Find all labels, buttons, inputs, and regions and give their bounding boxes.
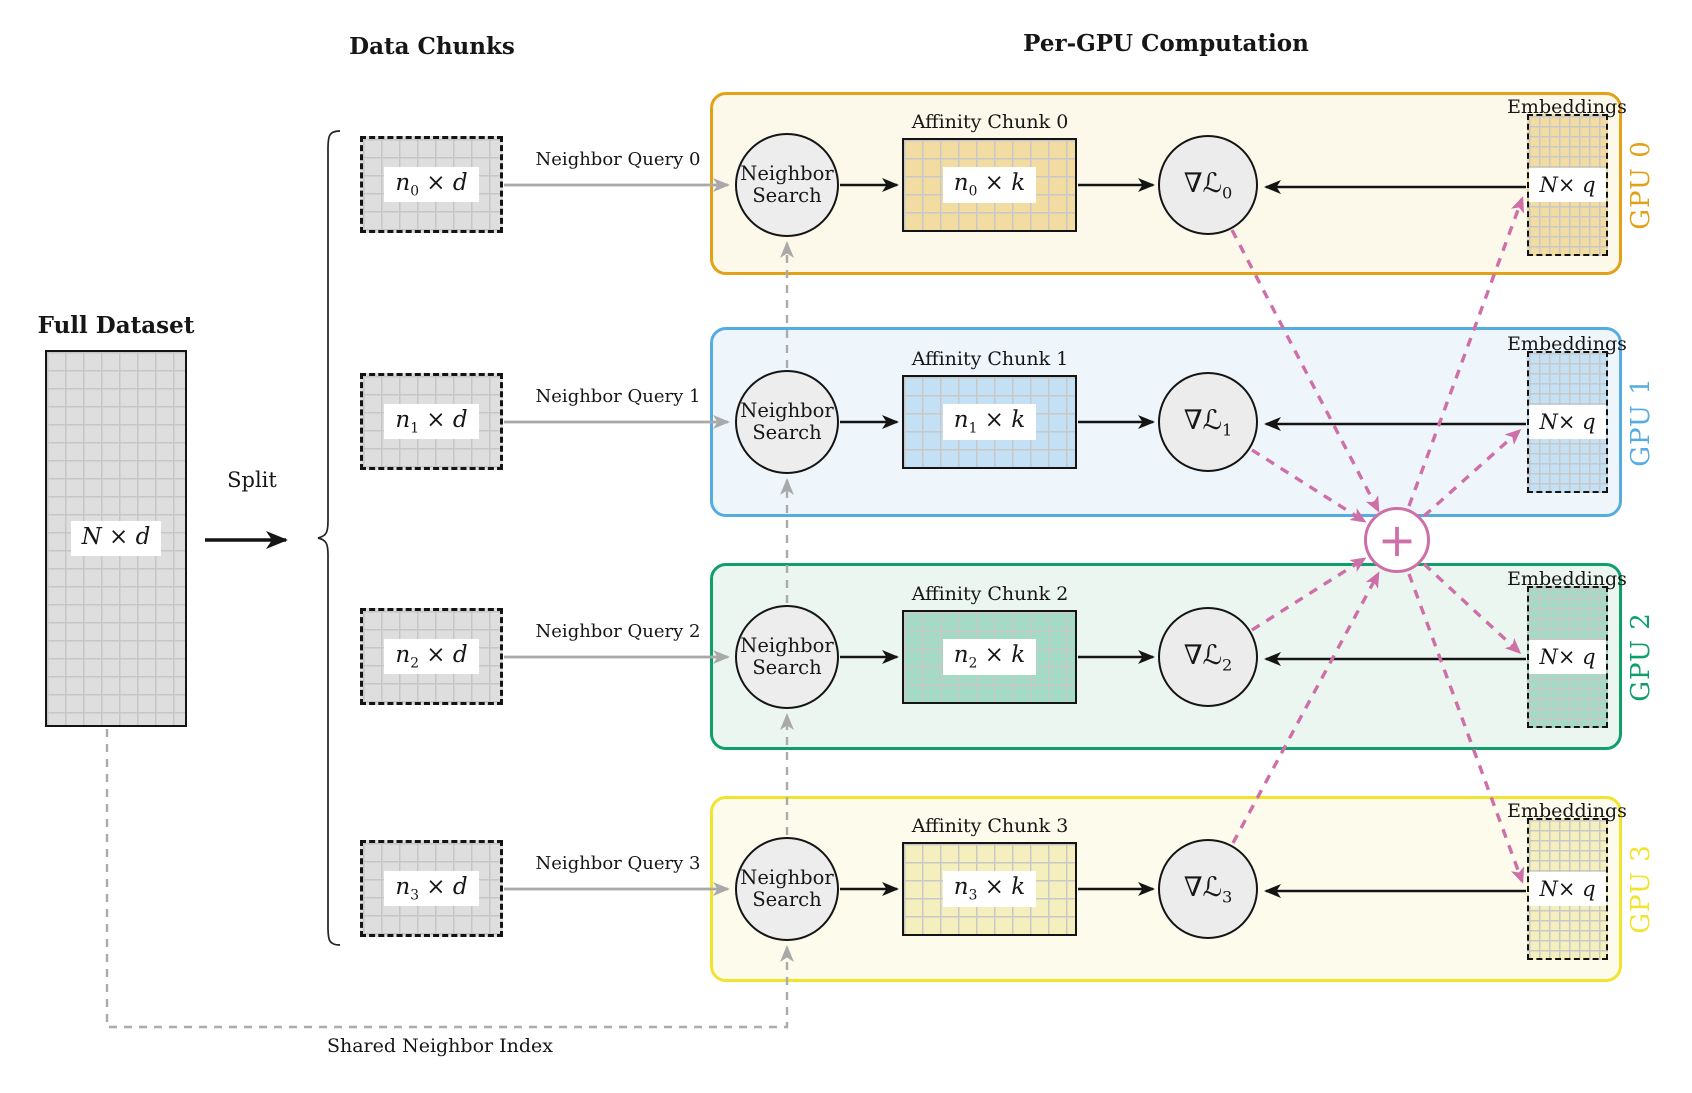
gpu3-gradient-node: ∇ℒ3 (1158, 839, 1258, 939)
gpu1-gradient-node: ∇ℒ1 (1158, 372, 1258, 472)
gpu2-affinity-matrix: n2 × k (902, 610, 1077, 704)
per-gpu-title: Per-GPU Computation (1023, 30, 1309, 57)
shared-neighbor-index-label: Shared Neighbor Index (326, 1035, 554, 1057)
gpu2-gradient-node: ∇ℒ2 (1158, 607, 1258, 707)
chunk3-dims: n3 × d (384, 870, 479, 907)
full-dataset-title: Full Dataset (37, 312, 195, 339)
neighbor-query-1-label: Neighbor Query 1 (535, 386, 701, 407)
gpu1-embeddings-title: Embeddings (1507, 333, 1627, 355)
neighbor-query-0-label: Neighbor Query 0 (535, 149, 701, 170)
gpu0-side-label: GPU 0 (1626, 140, 1656, 230)
gpu0-affinity-matrix: n0 × k (902, 138, 1077, 232)
chunk0-dims: n0 × d (384, 166, 479, 203)
chunk2-dims: n2 × d (384, 638, 479, 675)
neighbor-query-2-label: Neighbor Query 2 (535, 621, 701, 642)
full-dataset-matrix: N × d (45, 350, 187, 727)
gpu2-embeddings-dims: N × q (1529, 640, 1606, 674)
gpu1-affinity-title: Affinity Chunk 1 (911, 348, 1069, 370)
data-chunk-1: n1 × d (360, 373, 503, 470)
gpu3-affinity-dims: n3 × k (942, 871, 1037, 907)
gpu1-side-label: GPU 1 (1626, 377, 1656, 467)
gpu2-affinity-dims: n2 × k (942, 639, 1037, 675)
data-chunk-3: n3 × d (360, 840, 503, 937)
gpu3-affinity-title: Affinity Chunk 3 (911, 815, 1069, 837)
gpu1-gradient-label: ∇ℒ1 (1183, 404, 1233, 440)
data-chunk-0: n0 × d (360, 136, 503, 233)
gpu1-affinity-dims: n1 × k (942, 404, 1037, 440)
gpu2-affinity-title: Affinity Chunk 2 (911, 583, 1069, 605)
gpu0-affinity-dims: n0 × k (942, 167, 1037, 203)
gpu2-embeddings-title: Embeddings (1507, 568, 1627, 590)
gpu2-embeddings-matrix: N × q (1527, 586, 1608, 728)
gpu3-gradient-label: ∇ℒ3 (1183, 871, 1233, 907)
gradient-sum-node: + (1364, 507, 1430, 573)
gpu2-gradient-label: ∇ℒ2 (1183, 639, 1233, 675)
gpu0-embeddings-matrix: N × q (1527, 114, 1608, 256)
gpu3-side-label: GPU 3 (1626, 844, 1656, 934)
full-dataset-dims: N × d (70, 520, 162, 557)
gpu1-affinity-matrix: n1 × k (902, 375, 1077, 469)
gpu0-embeddings-title: Embeddings (1507, 96, 1627, 118)
gpu3-embeddings-matrix: N × q (1527, 818, 1608, 960)
gpu2-side-label: GPU 2 (1626, 612, 1656, 702)
gpu0-gradient-label: ∇ℒ0 (1183, 167, 1233, 203)
chunk1-dims: n1 × d (384, 403, 479, 440)
data-chunk-2: n2 × d (360, 608, 503, 705)
split-label: Split (227, 468, 277, 492)
gpu1-embeddings-dims: N × q (1529, 405, 1606, 439)
data-chunks-title: Data Chunks (349, 33, 515, 60)
gpu3-embeddings-dims: N × q (1529, 872, 1606, 906)
gpu0-embeddings-dims: N × q (1529, 168, 1606, 202)
split-brace (317, 130, 341, 946)
gpu0-gradient-node: ∇ℒ0 (1158, 135, 1258, 235)
gpu0-affinity-title: Affinity Chunk 0 (911, 111, 1069, 133)
gpu1-embeddings-matrix: N × q (1527, 351, 1608, 493)
gpu3-embeddings-title: Embeddings (1507, 800, 1627, 822)
neighbor-query-3-label: Neighbor Query 3 (535, 853, 701, 874)
gpu3-affinity-matrix: n3 × k (902, 842, 1077, 936)
